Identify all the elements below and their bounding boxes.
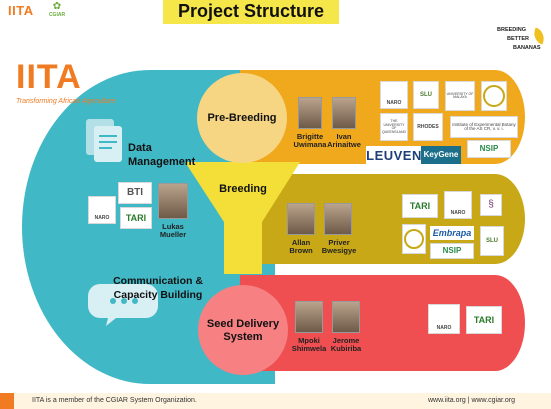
name-ivan: Ivan Arinaitwe bbox=[327, 132, 361, 149]
name-brigitte: Brigitte Uwimana bbox=[293, 132, 327, 149]
nsip-text: NSIP bbox=[442, 246, 462, 255]
bbb-line1: BREEDING bbox=[497, 27, 527, 33]
seal-logo bbox=[481, 81, 507, 111]
tari-logo-left: TARI bbox=[120, 207, 152, 229]
leuven-text: LEUVEN bbox=[366, 147, 422, 163]
naro-logo-breeding: NARO bbox=[444, 191, 472, 219]
footer-bar bbox=[0, 393, 551, 409]
leuven-logo: LEUVEN bbox=[366, 146, 422, 164]
seal-icon bbox=[404, 229, 424, 249]
embrapa-text: Embrapa bbox=[432, 227, 472, 238]
iita-tagline: Transforming African Agriculture bbox=[16, 98, 116, 105]
ieb-text: Institute of Experimental Botany of the … bbox=[452, 121, 516, 131]
keygene-logo: KeyGene bbox=[421, 146, 461, 164]
queensland-text: THE UNIVERSITY OF QUEENSLAND bbox=[381, 119, 407, 134]
tari-text: TARI bbox=[409, 200, 431, 211]
bti-text: BTI bbox=[126, 187, 144, 198]
leaf-icon: ✿ bbox=[52, 1, 62, 12]
photo-priver bbox=[324, 203, 352, 235]
malaya-logo: UNIVERSITY OF MALAYA bbox=[445, 81, 475, 111]
photo-lukas bbox=[158, 183, 188, 219]
naro-logo-pre: NARO bbox=[380, 81, 408, 109]
name-allan: Allan Brown bbox=[289, 238, 313, 255]
naro-text: NARO bbox=[436, 324, 452, 331]
cgiar-small-logo: ✿ CGIAR bbox=[46, 2, 68, 20]
communication-label: Communication & Capacity Building bbox=[113, 275, 203, 301]
rhodes-logo: RHODES bbox=[413, 113, 443, 141]
malaya-text: UNIVERSITY OF MALAYA bbox=[446, 91, 474, 99]
photo-mpoki bbox=[295, 301, 323, 333]
crest-icon: § bbox=[488, 199, 494, 210]
seal-icon bbox=[483, 85, 505, 107]
institution-logo-breeding: § bbox=[480, 194, 502, 216]
name-lukas: Lukas Mueller bbox=[159, 222, 187, 239]
footer-right-text: www.iita.org | www.cgiar.org bbox=[428, 397, 516, 404]
name-mpoki: Mpoki Shimwela bbox=[291, 336, 327, 353]
pre-breeding-circle bbox=[197, 73, 287, 163]
seed-delivery-label: Seed Delivery System bbox=[206, 318, 280, 343]
slu-logo-pre: SLU bbox=[413, 81, 439, 109]
cgiar-text: CGIAR bbox=[48, 12, 66, 18]
tari-logo-seed: TARI bbox=[466, 306, 502, 334]
tari-text: TARI bbox=[473, 314, 495, 325]
page-title bbox=[163, 0, 339, 24]
nsip-logo-pre: NSIP bbox=[467, 140, 511, 158]
ieb-logo: Institute of Experimental Botany of the … bbox=[450, 116, 518, 138]
page-title-text: Project Structure bbox=[177, 1, 325, 21]
slu-text: SLU bbox=[420, 92, 432, 98]
bbb-line2: BETTER bbox=[507, 36, 529, 42]
seed-delivery-circle bbox=[198, 285, 288, 375]
naro-text: NARO bbox=[450, 209, 466, 216]
iita-logo: IITA bbox=[16, 58, 82, 96]
tari-text: TARI bbox=[125, 212, 147, 223]
embrapa-logo: Embrapa bbox=[430, 226, 474, 240]
queensland-logo: THE UNIVERSITY OF QUEENSLAND bbox=[380, 113, 408, 141]
iita-small-logo: IITA bbox=[8, 3, 34, 18]
keygene-text: KeyGene bbox=[423, 150, 459, 159]
photo-brigitte bbox=[298, 97, 322, 129]
naro-text: NARO bbox=[386, 99, 402, 106]
seal-logo-breeding bbox=[402, 224, 426, 254]
name-priver: Priver Bwesigye bbox=[321, 238, 357, 255]
breeding-label: Breeding bbox=[219, 183, 267, 195]
funnel bbox=[185, 162, 300, 274]
bbb-line3: BANANAS bbox=[513, 45, 541, 51]
bbb-logo: BREEDING BETTER BANANAS bbox=[497, 27, 548, 55]
speech-bubble-icon bbox=[88, 284, 158, 326]
slu-text: SLU bbox=[486, 238, 498, 244]
naro-logo-left: NARO bbox=[88, 196, 116, 224]
nsip-text: NSIP bbox=[479, 144, 499, 153]
name-jerome: Jerome Kubiriba bbox=[330, 336, 362, 353]
footer-left-text: IITA is a member of the CGIAR System Org… bbox=[32, 397, 197, 404]
bti-logo: BTI bbox=[118, 182, 152, 204]
photo-allan bbox=[287, 203, 315, 235]
data-management-label: Data Management bbox=[128, 142, 196, 168]
photo-jerome bbox=[332, 301, 360, 333]
naro-text: NARO bbox=[94, 214, 110, 221]
rhodes-text: RHODES bbox=[417, 123, 439, 130]
footer-accent bbox=[0, 393, 14, 409]
document-icon bbox=[94, 126, 122, 162]
tari-logo-breeding: TARI bbox=[402, 194, 438, 218]
seed-band bbox=[240, 275, 525, 371]
pre-breeding-label: Pre-Breeding bbox=[207, 112, 277, 124]
naro-logo-seed: NARO bbox=[428, 304, 460, 334]
slu-logo-breeding: SLU bbox=[480, 226, 504, 256]
photo-ivan bbox=[332, 97, 356, 129]
nsip-logo-breeding: NSIP bbox=[430, 243, 474, 259]
